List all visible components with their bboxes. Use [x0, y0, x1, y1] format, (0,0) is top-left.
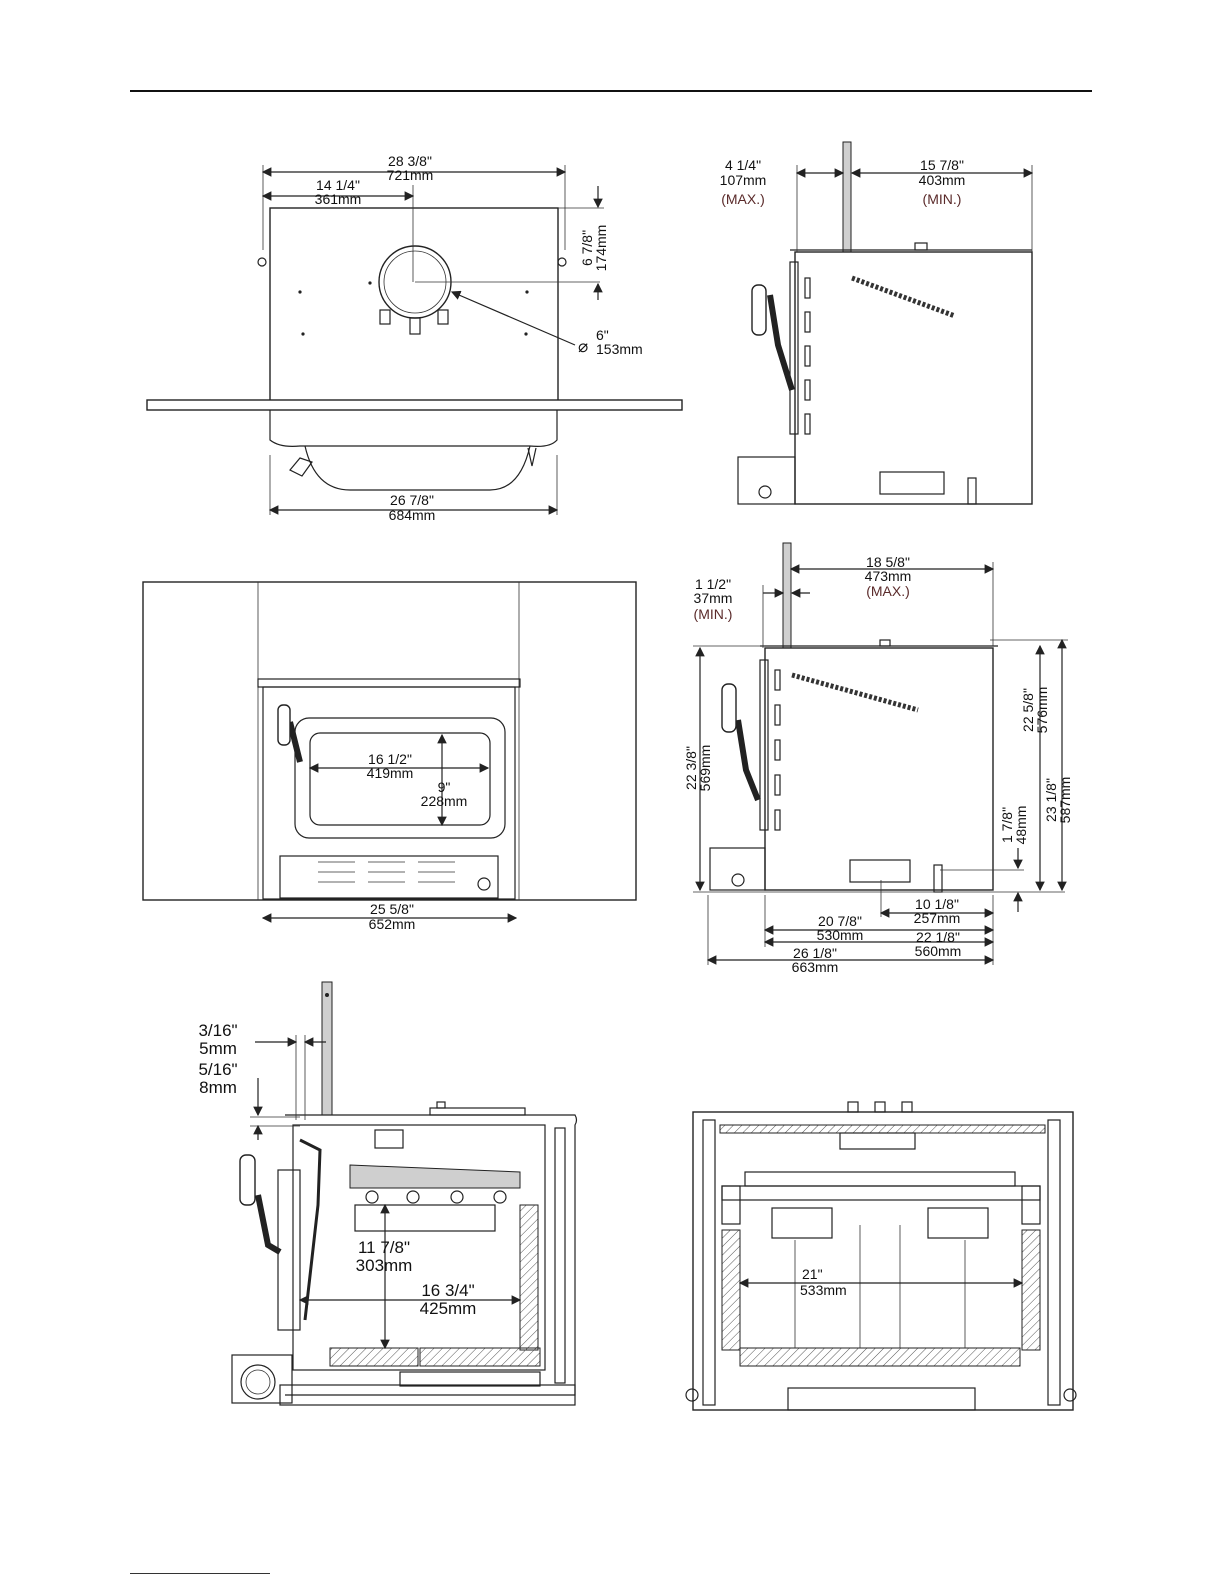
center-offset-mm: 361mm — [315, 191, 362, 207]
footer-rule — [130, 1573, 270, 1574]
glass-height-in: 9" — [438, 779, 451, 795]
firebox-width-in: 21" — [802, 1266, 823, 1282]
side-view-upper: 4 1/4" 107mm (MAX.) 15 7/8" 403mm (MIN.) — [720, 141, 1034, 505]
max-depth-mm: 473mm — [865, 568, 912, 584]
d1-in: 10 1/8" — [915, 896, 959, 912]
gap-a-mm: 5mm — [199, 1039, 237, 1058]
min-proj-mm: 37mm — [694, 590, 733, 606]
d2-in: 20 7/8" — [818, 913, 862, 929]
side-right-mm: 403mm — [919, 172, 966, 188]
leg-in: 1 7/8" — [999, 807, 1015, 843]
min-proj-in: 1 1/2" — [695, 576, 731, 592]
d4-in: 26 1/8" — [793, 945, 837, 961]
center-offset-in: 14 1/4" — [316, 177, 360, 193]
front-view: 16 1/2" 419mm 9" 228mm 25 5/8" 652mm — [142, 581, 637, 932]
d3-mm: 560mm — [915, 943, 962, 959]
side-left-in: 4 1/4" — [725, 157, 761, 173]
height-total-mm: 587mm — [1057, 777, 1073, 824]
d1-mm: 257mm — [914, 910, 961, 926]
flue-depth-mm: 174mm — [593, 225, 609, 272]
side-left-note: (MAX.) — [721, 191, 765, 207]
overall-width-in: 28 3/8" — [388, 153, 432, 169]
header-rule — [130, 90, 1092, 92]
d2-mm: 530mm — [817, 927, 864, 943]
gap-b-mm: 8mm — [199, 1078, 237, 1097]
base-width-in: 26 7/8" — [390, 492, 434, 508]
firebox-depth-mm: 425mm — [420, 1299, 477, 1318]
gap-a-in: 3/16" — [198, 1021, 237, 1040]
side-right-note: (MIN.) — [923, 191, 962, 207]
firebox-depth-in: 16 3/4" — [421, 1281, 474, 1300]
min-proj-note: (MIN.) — [694, 606, 733, 622]
height-right-mm: 576mm — [1034, 687, 1050, 734]
height-total-in: 23 1/8" — [1043, 778, 1059, 822]
leg-mm: 48mm — [1013, 806, 1029, 845]
body-width-in: 25 5/8" — [370, 901, 414, 917]
height-left-in: 22 3/8" — [683, 746, 699, 790]
glass-width-in: 16 1/2" — [368, 751, 412, 767]
side-left-mm: 107mm — [720, 172, 767, 188]
side-view-dimensioned: 18 5/8" 473mm (MAX.) 1 1/2" 37mm (MIN.) … — [683, 542, 1073, 975]
rear-section-view: 21" 533mm — [685, 1101, 1077, 1411]
gap-b-in: 5/16" — [198, 1060, 237, 1079]
diameter-symbol: ⌀ — [578, 337, 588, 356]
glass-width-mm: 419mm — [367, 765, 414, 781]
firebox-height-in: 11 7/8" — [358, 1238, 410, 1257]
overall-width-mm: 721mm — [387, 167, 434, 183]
flue-diameter-in: 6" — [596, 327, 609, 343]
max-depth-note: (MAX.) — [866, 583, 910, 599]
height-right-in: 22 5/8" — [1020, 688, 1036, 732]
d3-in: 22 1/8" — [916, 929, 960, 945]
d4-mm: 663mm — [792, 959, 839, 975]
firebox-height-mm: 303mm — [356, 1256, 413, 1275]
top-view: 28 3/8" 721mm 14 1/4" 361mm 6 7/8" 174mm… — [146, 153, 683, 523]
side-right-in: 15 7/8" — [920, 157, 964, 173]
base-width-mm: 684mm — [389, 507, 436, 523]
flue-diameter-mm: 153mm — [596, 341, 643, 357]
height-left-mm: 569mm — [697, 745, 713, 792]
body-width-mm: 652mm — [369, 916, 416, 932]
firebox-width-mm: 533mm — [800, 1282, 847, 1298]
section-view: 3/16" 5mm 5/16" 8mm 11 7/8" 303mm 16 3/4… — [198, 981, 578, 1406]
max-depth-in: 18 5/8" — [866, 554, 910, 570]
flue-depth-in: 6 7/8" — [579, 230, 595, 266]
glass-height-mm: 228mm — [421, 793, 468, 809]
